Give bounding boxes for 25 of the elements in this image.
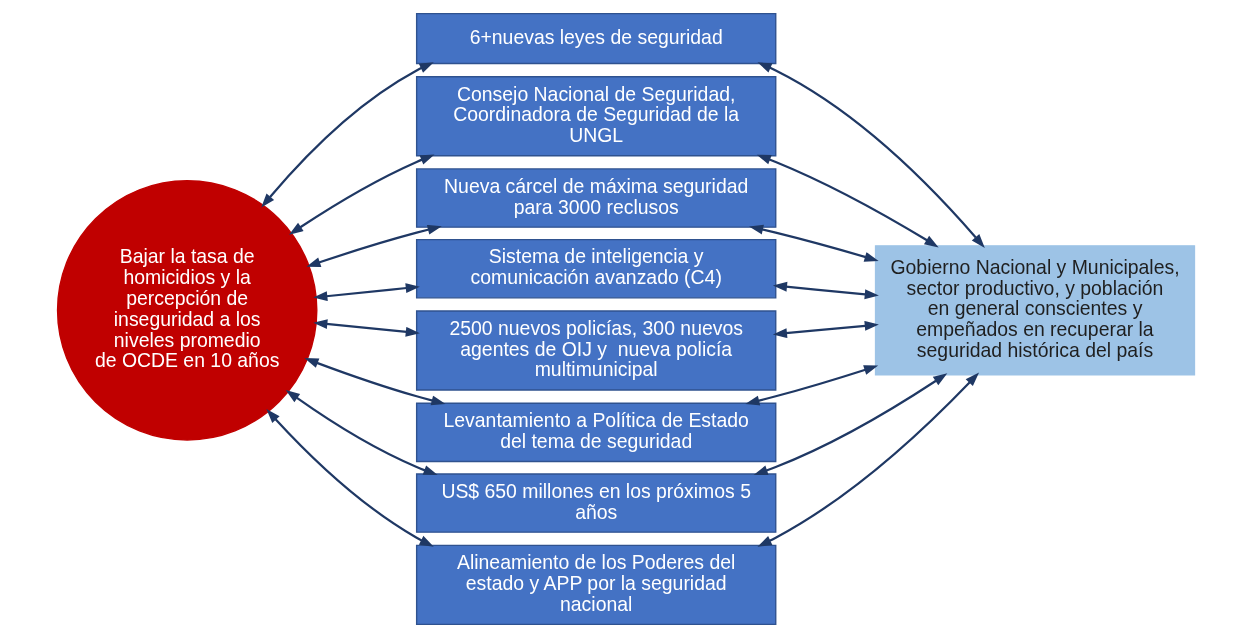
arrow	[266, 409, 434, 547]
node-box: US$ 650 millones en los próximos 5 años	[415, 473, 777, 533]
arrow	[313, 283, 420, 302]
arrow	[313, 319, 420, 337]
arrow	[753, 373, 948, 475]
arrow	[289, 154, 435, 235]
node-box: Sistema de inteligencia y comunicación avanzado (C4)	[415, 238, 777, 299]
node-box: 2500 nuevos policías, 300 nuevos agentes de OIJ y nueva policía multimunicipal	[415, 310, 777, 391]
node-box: Consejo Nacional de Seguridad, Coordinadora de Seguridad de la UNGL	[415, 76, 777, 157]
node-box: Alineamiento de los Poderes del estado y APP por la seguridad nacional	[415, 544, 777, 626]
node-box: 6+nuevas leyes de seguridad	[415, 12, 777, 65]
arrow	[285, 389, 438, 476]
node-box: Levantamiento a Política de Estado del tema de seguridad	[415, 402, 777, 463]
arrow	[261, 62, 434, 208]
arrow	[756, 154, 939, 248]
arrow	[772, 281, 879, 300]
arrow	[757, 62, 985, 248]
arrow	[745, 365, 879, 406]
node-box: Nueva cárcel de máxima seguridad para 3000 reclusos	[415, 168, 777, 228]
arrow	[306, 224, 442, 267]
arrow	[772, 320, 879, 339]
arrow	[749, 224, 879, 262]
arrow	[757, 372, 980, 547]
node-box: Gobierno Nacional y Municipales, sector productivo, y población en general conscientes y empeñados en recuperar la seguridad histórica del país	[874, 245, 1196, 376]
arrow	[304, 358, 446, 406]
